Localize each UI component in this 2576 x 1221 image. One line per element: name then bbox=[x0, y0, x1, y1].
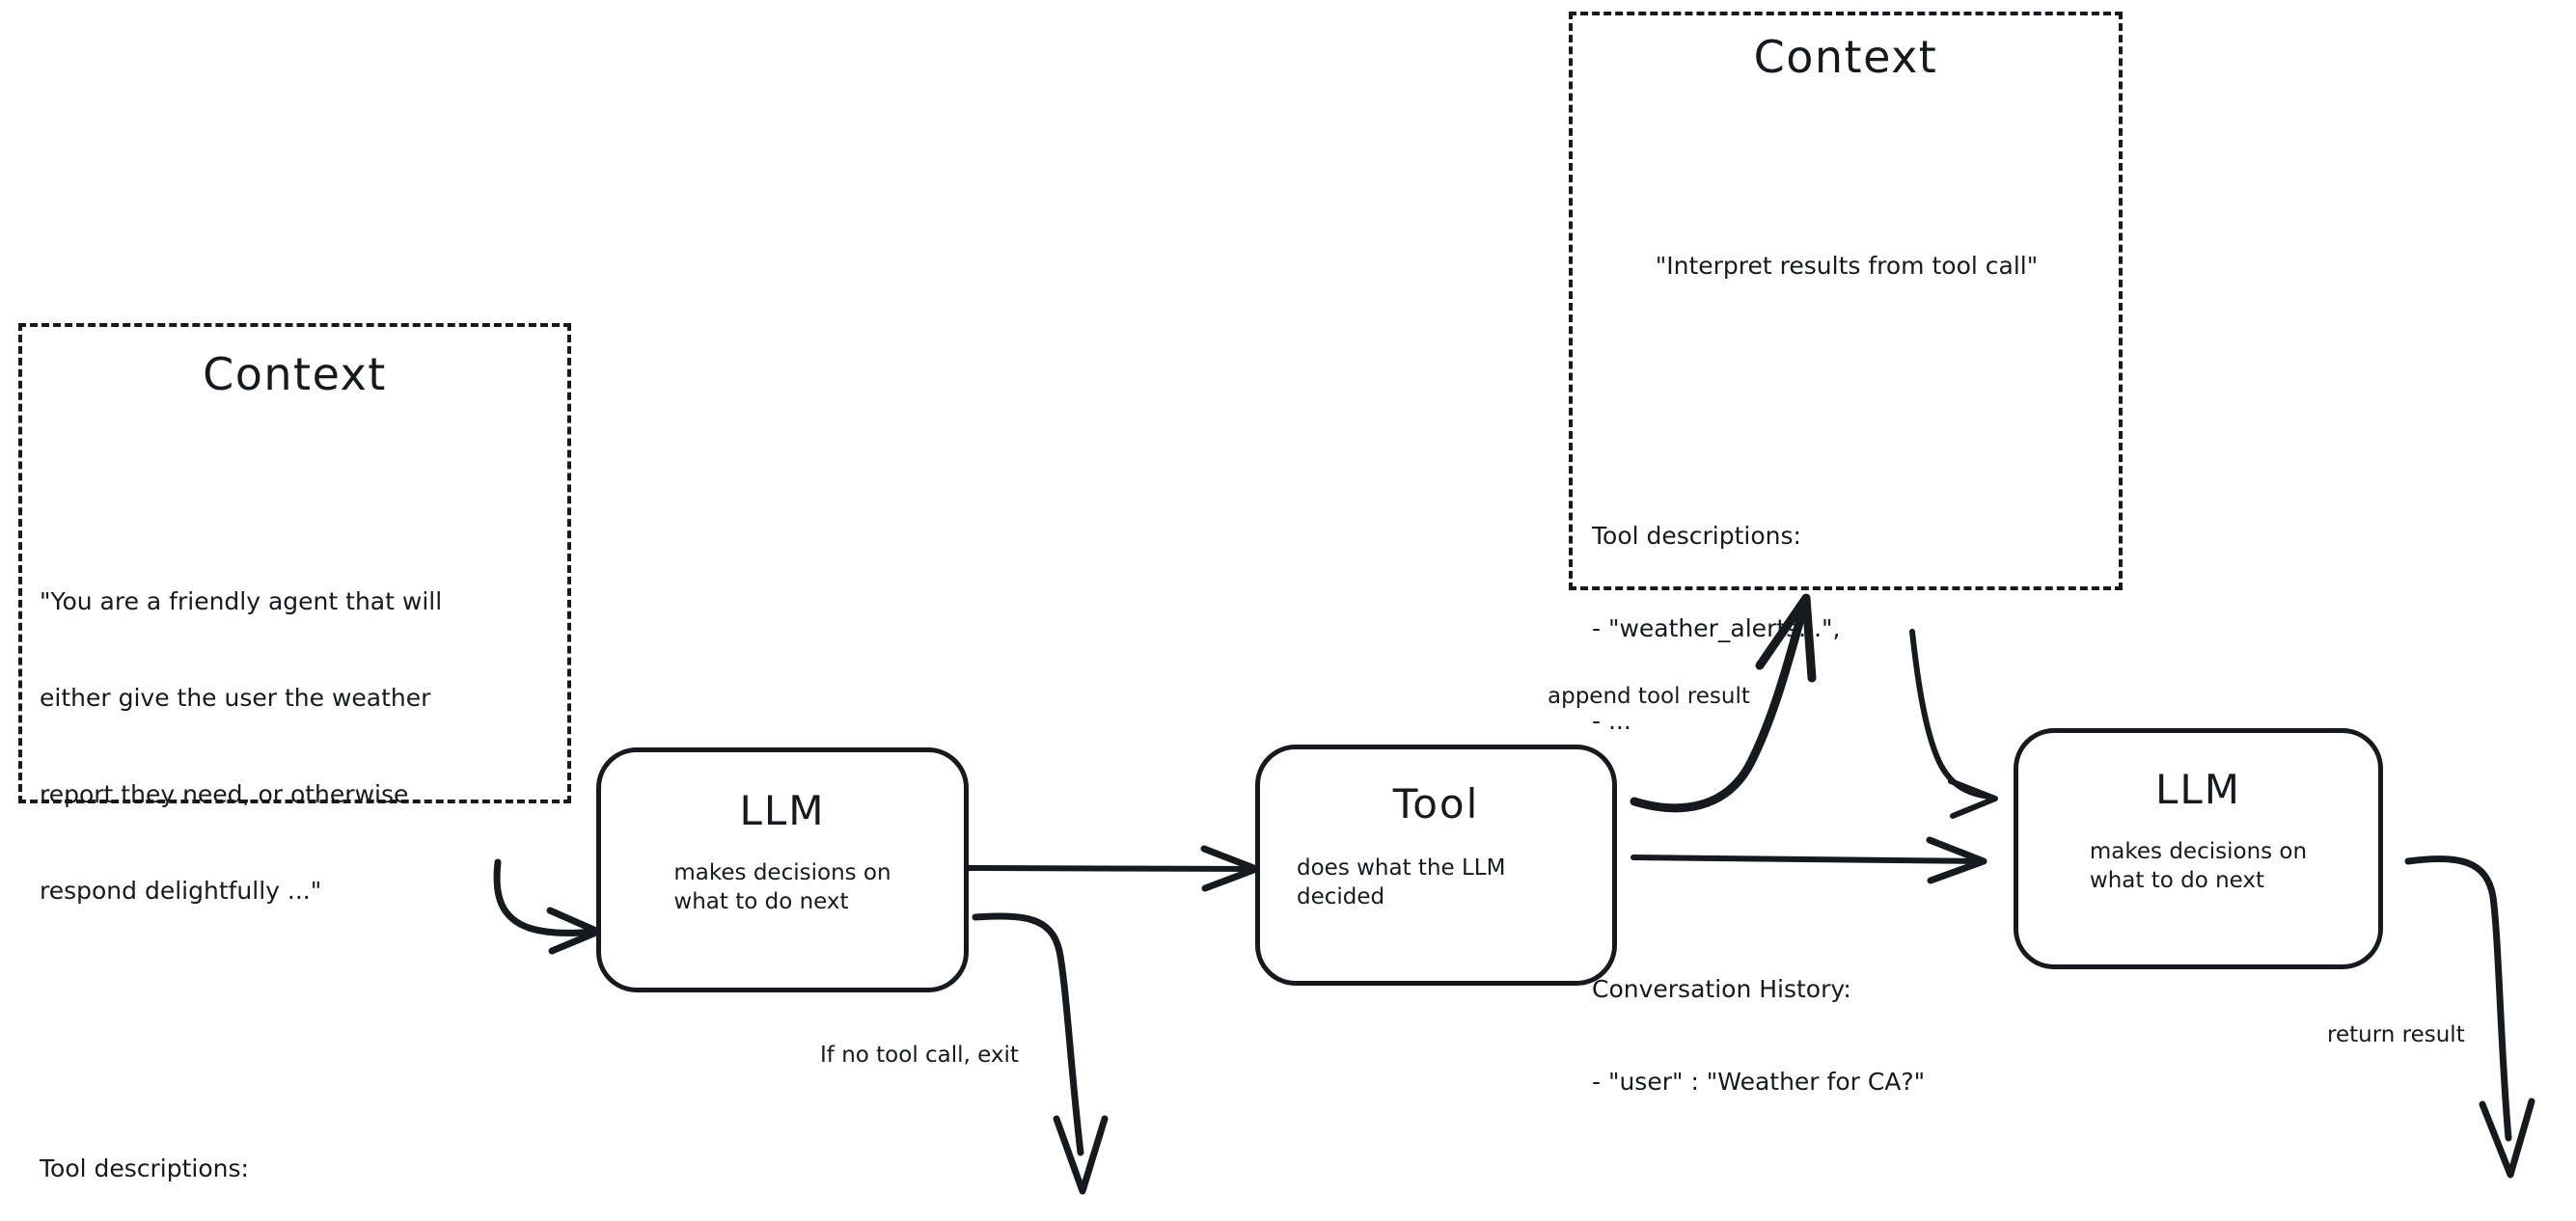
node-llm-first-title: LLM bbox=[739, 787, 826, 834]
node-tool-title: Tool bbox=[1392, 780, 1480, 828]
node-tool[interactable]: Tool does what the LLM decided bbox=[1255, 745, 1617, 986]
context-right-paragraph-system: "Interpret results from tool call" bbox=[1592, 189, 2101, 343]
context-left-line: Tool descriptions: bbox=[40, 1153, 249, 1182]
context-right-line: - ... bbox=[1592, 707, 1631, 735]
node-llm-second-title: LLM bbox=[2154, 766, 2242, 813]
context-right-line: Tool descriptions: bbox=[1592, 522, 1801, 550]
edge-label-append-tool-result: append tool result bbox=[1548, 684, 1750, 709]
arrow-llm2-return-result bbox=[2404, 855, 2535, 1179]
context-left-body: "You are a friendly agent that will eith… bbox=[40, 425, 546, 1221]
context-left-line: either give the user the weather bbox=[40, 684, 431, 712]
node-llm-first[interactable]: LLM makes decisions on what to do next bbox=[596, 747, 969, 992]
context-right-line: "Interpret results from tool call" bbox=[1655, 252, 2039, 280]
node-llm-second-subtitle: makes decisions on what to do next bbox=[2089, 839, 2308, 893]
context-left-line: respond delightfully ..." bbox=[40, 876, 322, 905]
context-left-paragraph-system: "You are a friendly agent that will eith… bbox=[40, 522, 546, 971]
context-box-right: Context "Interpret results from tool cal… bbox=[1569, 12, 2123, 1096]
context-right-body: "Interpret results from tool call" Tool … bbox=[1592, 96, 2101, 1221]
context-right-paragraph-history: Conversation History: - "user" : "Weathe… bbox=[1592, 912, 2101, 1159]
context-right-line: - "user" : "Weather for CA?" bbox=[1592, 1068, 1926, 1096]
context-left-paragraph-tools: Tool descriptions: - "weather_alerts..."… bbox=[40, 1088, 546, 1221]
context-left-title: Context bbox=[203, 348, 387, 400]
edge-label-exit: If no tool call, exit bbox=[820, 1043, 1019, 1068]
node-llm-second[interactable]: LLM makes decisions on what to do next bbox=[2014, 728, 2383, 969]
context-right-line: Conversation History: bbox=[1592, 975, 1851, 1003]
context-right-paragraph-tools: Tool descriptions: - "weather_alerts..."… bbox=[1592, 459, 2101, 799]
context-left-line: report they need, or otherwise bbox=[40, 779, 409, 808]
context-right-title: Context bbox=[1753, 31, 1938, 83]
arrow-llm1-to-tool bbox=[965, 845, 1260, 892]
edge-label-return-result: return result bbox=[2327, 1022, 2465, 1047]
context-right-line: - "weather_alerts...", bbox=[1592, 614, 1841, 642]
context-box-left: Context "You are a friendly agent that w… bbox=[18, 323, 571, 1182]
context-left-line: "You are a friendly agent that will bbox=[40, 587, 443, 616]
node-tool-subtitle: does what the LLM decided bbox=[1297, 855, 1506, 909]
node-llm-first-subtitle: makes decisions on what to do next bbox=[673, 860, 891, 914]
